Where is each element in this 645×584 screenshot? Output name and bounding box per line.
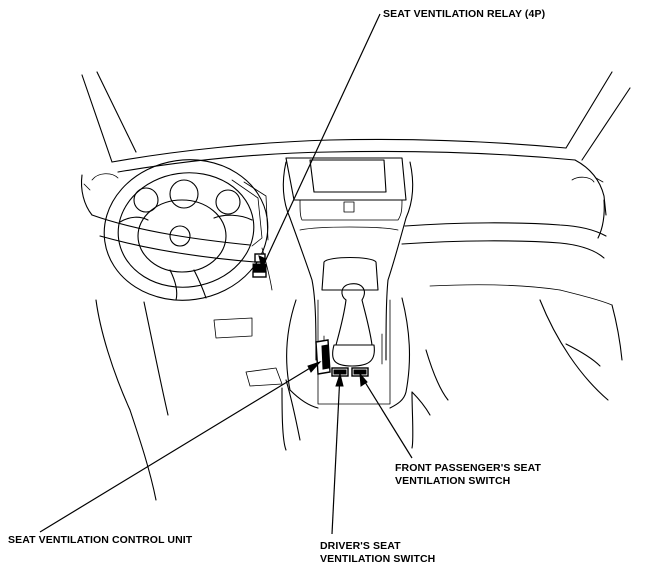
passenger-switch-label-line1: FRONT PASSENGER'S SEAT [395, 462, 542, 474]
leader-lines [39, 13, 413, 535]
arrowheads [258, 255, 368, 387]
navigation-display [282, 157, 414, 221]
windshield-frame [81, 71, 631, 163]
driver-switch-label: DRIVER'S SEAT VENTILATION SWITCH [320, 540, 435, 566]
lower-console [281, 387, 431, 451]
driver-switch-arrowhead [335, 372, 344, 387]
center-console [286, 217, 411, 409]
gear-shifter [323, 283, 383, 367]
passenger-switch-label: FRONT PASSENGER'S SEAT VENTILATION SWITC… [395, 462, 541, 488]
switch-parts [331, 367, 369, 377]
driver-switch-leader [331, 373, 341, 535]
passenger-footwell [425, 299, 623, 401]
passenger-switch-label-line2: VENTILATION SWITCH [395, 475, 511, 487]
control-unit-part [315, 339, 331, 375]
relay-label: SEAT VENTILATION RELAY (4P) [383, 8, 546, 20]
control-unit-leader [39, 361, 321, 533]
passenger-switch-arrowhead [359, 372, 368, 387]
control-unit-label: SEAT VENTILATION CONTROL UNIT [8, 534, 193, 546]
driver-switch-label-line2: VENTILATION SWITCH [320, 553, 436, 565]
control-unit-arrowhead [307, 360, 322, 373]
relay-arrowhead [258, 255, 267, 270]
steering-wheel [103, 159, 269, 301]
driver-switch-label-line1: DRIVER'S SEAT [320, 540, 401, 552]
relay-leader [261, 13, 381, 269]
passenger-switch-leader [359, 373, 413, 459]
driver-footwell [95, 247, 301, 501]
